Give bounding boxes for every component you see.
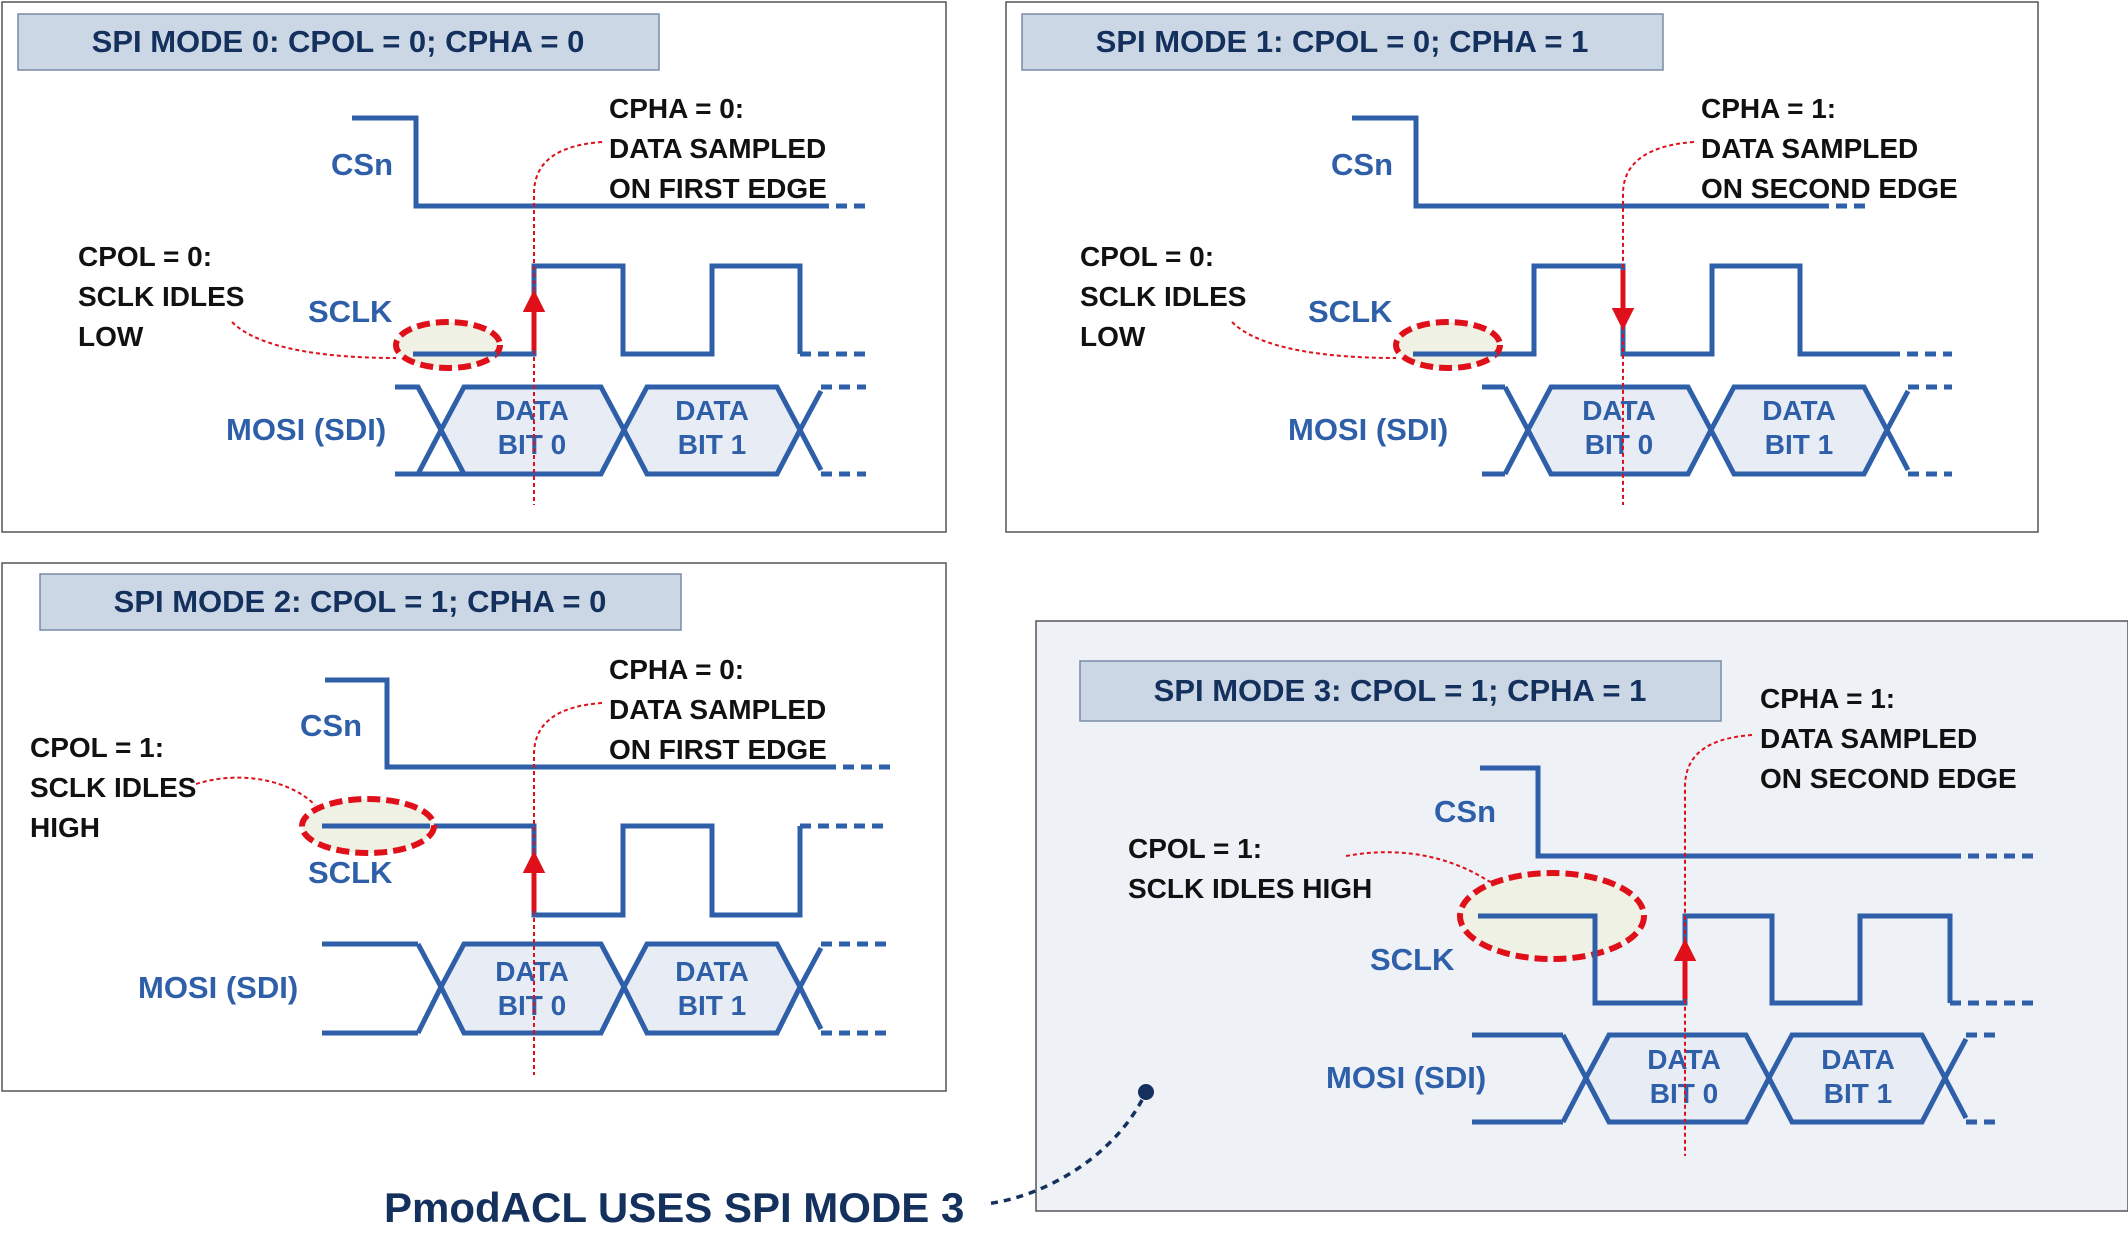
mode0-cpol-note-1: CPOL = 0:: [78, 241, 212, 272]
footer-callout: PmodACL USES SPI MODE 3: [384, 1084, 1154, 1231]
mode0-title: SPI MODE 0: CPOL = 0; CPHA = 0: [92, 24, 585, 59]
mode2-cpol-note-2: SCLK IDLES: [30, 772, 196, 803]
mode0-sclk-label: SCLK: [308, 294, 393, 329]
mode3-idle-trace-over: [1478, 913, 1598, 960]
mode0-title-box: [17, 13, 660, 71]
mode1-csn-trace: [1352, 115, 1818, 209]
mode0-bit0-line1: DATA: [495, 395, 569, 426]
mode2-csn-label: CSn: [300, 708, 362, 743]
mode3-sclk-trace: [1478, 913, 1953, 1006]
mode2-title: SPI MODE 2: CPOL = 1; CPHA = 0: [114, 584, 607, 619]
mode1-panel: SPI MODE 1: CPOL = 0; CPHA = 1 CSn SCLK …: [1005, 1, 2039, 533]
mode0-csn-label: CSn: [331, 147, 393, 182]
mode2-cpol-note-1: CPOL = 1:: [30, 732, 164, 763]
mode3-cpol-note-2: SCLK IDLES HIGH: [1128, 873, 1372, 904]
mode0-cpha-note-1: CPHA = 0:: [609, 93, 744, 124]
mode0-bit1-line1: DATA: [675, 395, 749, 426]
mode0-mosi-trace: [395, 384, 824, 477]
mode0-cpha-note-2: DATA SAMPLED: [609, 133, 826, 164]
mode3-cpol-note-1: CPOL = 1:: [1128, 833, 1262, 864]
mode0-mosi-label: MOSI (SDI): [226, 412, 386, 447]
mode1-bit0-line1: DATA: [1582, 395, 1656, 426]
mode0-cpha-leader: [533, 141, 603, 505]
mode3-mosi-trace: [1472, 1032, 1969, 1125]
mode1-cpol-note-1: CPOL = 0:: [1080, 241, 1214, 272]
mode1-title-box: [1021, 13, 1664, 71]
mode1-bit1-line2: BIT 1: [1765, 429, 1833, 460]
mode2-csn-trace: [325, 677, 825, 770]
mode0-cpol-note-3: LOW: [78, 321, 144, 352]
mode0-cpol-note-2: SCLK IDLES: [78, 281, 244, 312]
mode1-sclk-trace: [1413, 263, 1889, 357]
mode3-title-box: [1079, 660, 1722, 722]
mode2-mosi-trace: [322, 941, 824, 1036]
mode0-bit1-line2: BIT 1: [678, 429, 746, 460]
mode1-mosi-trace: [1482, 384, 1911, 477]
mode2-cpol-note-3: HIGH: [30, 812, 100, 843]
mode2-cpol-leader: [195, 776, 316, 806]
mode1-cpol-note-3: LOW: [1080, 321, 1146, 352]
mode3-bit1-line1: DATA: [1821, 1044, 1895, 1075]
mode0-cpol-leader: [231, 321, 397, 359]
footer-text: PmodACL USES SPI MODE 3: [384, 1184, 964, 1231]
mode2-bit1-line1: DATA: [675, 956, 749, 987]
mode2-title-box: [39, 573, 682, 631]
mode2-cpha-note-2: DATA SAMPLED: [609, 694, 826, 725]
mode0-csn-trace: [352, 115, 818, 209]
mode1-mosi-label: MOSI (SDI): [1288, 412, 1448, 447]
mode2-bit1-line2: BIT 1: [678, 990, 746, 1021]
mode3-cpha-leader: [1684, 734, 1753, 1156]
mode1-cpol-leader: [1231, 321, 1397, 359]
mode1-sclk-label: SCLK: [1308, 294, 1393, 329]
mode1-bit0-line2: BIT 0: [1585, 429, 1653, 460]
mode1-cpha-note-3: ON SECOND EDGE: [1701, 173, 1958, 204]
mode3-panel: SPI MODE 3: CPOL = 1; CPHA = 1 CSn SCLK …: [1035, 620, 2128, 1212]
mode2-cpha-note-1: CPHA = 0:: [609, 654, 744, 685]
mode2-cpha-leader: [533, 702, 603, 1075]
mode2-mosi-label: MOSI (SDI): [138, 970, 298, 1005]
mode1-cpha-leader: [1622, 141, 1695, 505]
mode0-idle-highlight: [393, 319, 503, 371]
mode1-cpha-note-2: DATA SAMPLED: [1701, 133, 1918, 164]
mode2-panel: SPI MODE 2: CPOL = 1; CPHA = 0 CSn SCLK …: [1, 562, 947, 1092]
callout-dot: [1138, 1084, 1154, 1100]
mode3-csn-label: CSn: [1434, 794, 1496, 829]
mode2-bit0-line1: DATA: [495, 956, 569, 987]
mode3-cpha-note-1: CPHA = 1:: [1760, 683, 1895, 714]
mode1-csn-label: CSn: [1331, 147, 1393, 182]
mode0-bit0-line2: BIT 0: [498, 429, 566, 460]
mode3-sclk-label: SCLK: [1370, 942, 1455, 977]
mode3-cpha-note-3: ON SECOND EDGE: [1760, 763, 2017, 794]
mode3-csn-trace: [1480, 765, 1950, 859]
mode3-bit1-line2: BIT 1: [1824, 1078, 1892, 1109]
mode0-panel: SPI MODE 0: CPOL = 0; CPHA = 0 CSn SCLK …: [1, 1, 947, 533]
mode2-bit0-line2: BIT 0: [498, 990, 566, 1021]
mode1-idle-highlight: [1393, 319, 1503, 371]
mode1-cpol-note-2: SCLK IDLES: [1080, 281, 1246, 312]
mode0-cpha-note-3: ON FIRST EDGE: [609, 173, 827, 204]
callout-leader: [984, 1099, 1144, 1206]
mode1-cpha-note-1: CPHA = 1:: [1701, 93, 1836, 124]
mode2-cpha-note-3: ON FIRST EDGE: [609, 734, 827, 765]
mode3-cpha-note-2: DATA SAMPLED: [1760, 723, 1977, 754]
mode1-bit1-line1: DATA: [1762, 395, 1836, 426]
mode3-title: SPI MODE 3: CPOL = 1; CPHA = 1: [1154, 673, 1647, 708]
mode2-sclk-label: SCLK: [308, 855, 393, 890]
mode3-mosi-label: MOSI (SDI): [1326, 1060, 1486, 1095]
mode3-cpol-leader: [1345, 851, 1491, 883]
mode1-title: SPI MODE 1: CPOL = 0; CPHA = 1: [1096, 24, 1589, 59]
